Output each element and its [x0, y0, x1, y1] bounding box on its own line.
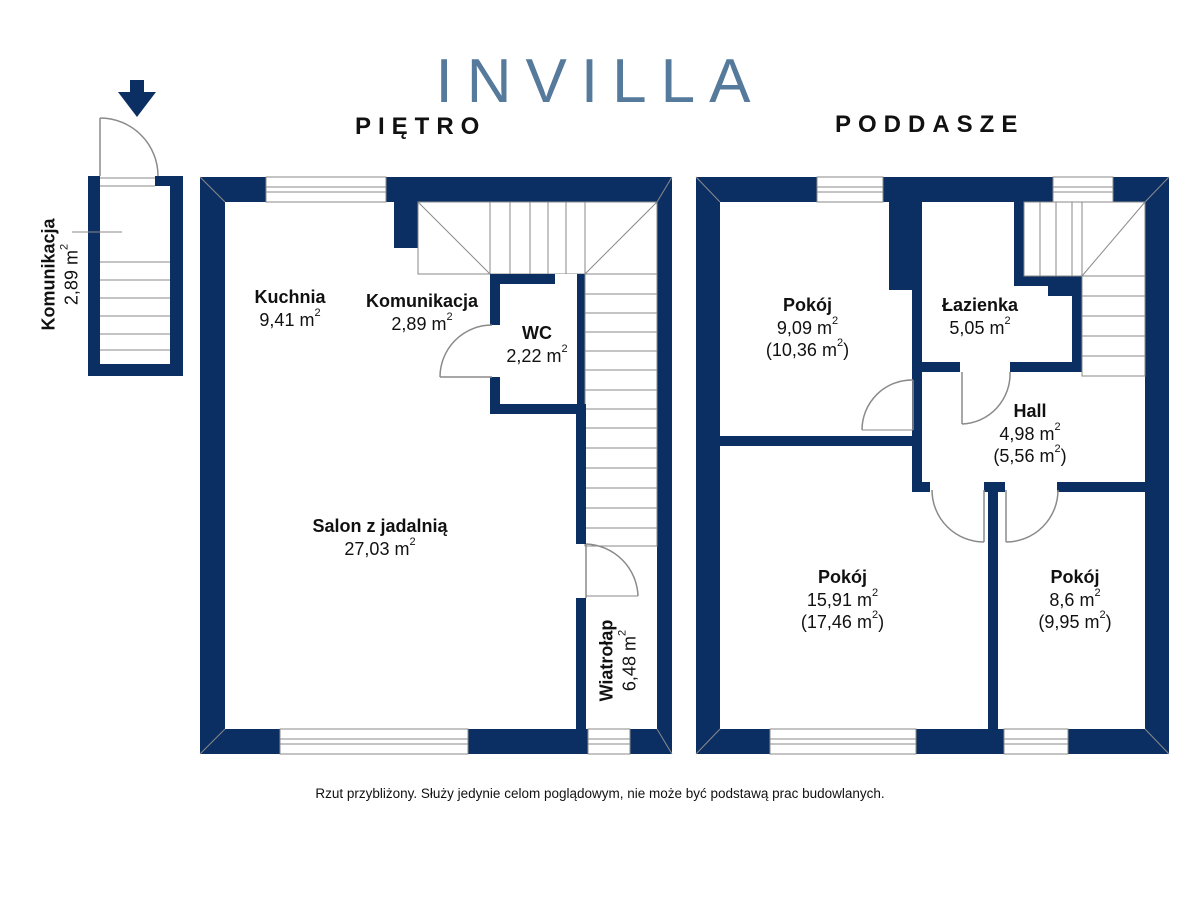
logo-text: INVILLA [436, 47, 765, 106]
room-name: Pokój [817, 567, 867, 587]
room-wc: WC 2,22 m2 [492, 322, 582, 367]
room-name: Kuchnia [254, 287, 326, 307]
room-area: 6,48 m2 [616, 629, 639, 692]
room-area-total: (5,56 m2) [993, 443, 1067, 466]
room-name: Pokój [1050, 567, 1100, 587]
room-komunikacja: Komunikacja 2,89 m2 [352, 290, 492, 335]
entrance-arrow-icon [118, 92, 156, 117]
room-pokoj-2: Pokój 15,91 m2 (17,46 m2) [780, 566, 905, 634]
room-salon: Salon z jadalnią 27,03 m2 [290, 515, 470, 560]
room-lazienka: Łazienka 5,05 m2 [925, 294, 1035, 339]
room-area: 2,89 m2 [58, 243, 81, 306]
room-hall: Hall 4,98 m2 (5,56 m2) [970, 400, 1090, 468]
room-area-total: (17,46 m2) [800, 609, 885, 632]
room-area: 9,09 m2 [776, 314, 839, 338]
room-name: Salon z jadalnią [312, 516, 448, 536]
room-name: Pokój [782, 295, 832, 315]
floor-pietro [199, 176, 673, 755]
room-name: WC [522, 323, 552, 343]
room-name: Hall [1013, 401, 1047, 421]
room-name: Łazienka [941, 295, 1019, 315]
room-area: 5,05 m2 [949, 314, 1011, 338]
room-name: Komunikacja [38, 218, 59, 331]
room-area: 15,91 m2 [806, 586, 879, 610]
room-pokoj-3: Pokój 8,6 m2 (9,95 m2) [1015, 566, 1135, 634]
room-wiatrolap: Wiatrołap 6,48 m2 [596, 611, 641, 711]
room-kuchnia: Kuchnia 9,41 m2 [230, 286, 350, 331]
room-area: 2,22 m2 [506, 342, 568, 366]
room-name: Komunikacja [365, 291, 479, 311]
heading-pietro: PIĘTRO [355, 113, 487, 140]
room-area: 2,89 m2 [391, 310, 453, 334]
room-area-total: (9,95 m2) [1038, 609, 1112, 632]
floor-poddasze [695, 176, 1170, 755]
room-area: 27,03 m2 [344, 535, 416, 559]
invilla-logo: INVILLA [436, 47, 765, 106]
room-komunikacja-side: Komunikacja 2,89 m2 [38, 205, 83, 345]
room-name: Wiatrołap [596, 619, 617, 702]
room-area: 4,98 m2 [999, 420, 1061, 444]
room-area: 9,41 m2 [259, 306, 321, 330]
room-pokoj-1: Pokój 9,09 m2 (10,36 m2) [745, 294, 870, 362]
room-area-total: (10,36 m2) [765, 337, 850, 360]
disclaimer-text: Rzut przybliżony. Służy jedynie celom po… [315, 786, 885, 801]
room-area: 8,6 m2 [1049, 586, 1101, 610]
heading-poddasze: PODDASZE [835, 111, 1025, 138]
side-staircase [72, 80, 183, 376]
